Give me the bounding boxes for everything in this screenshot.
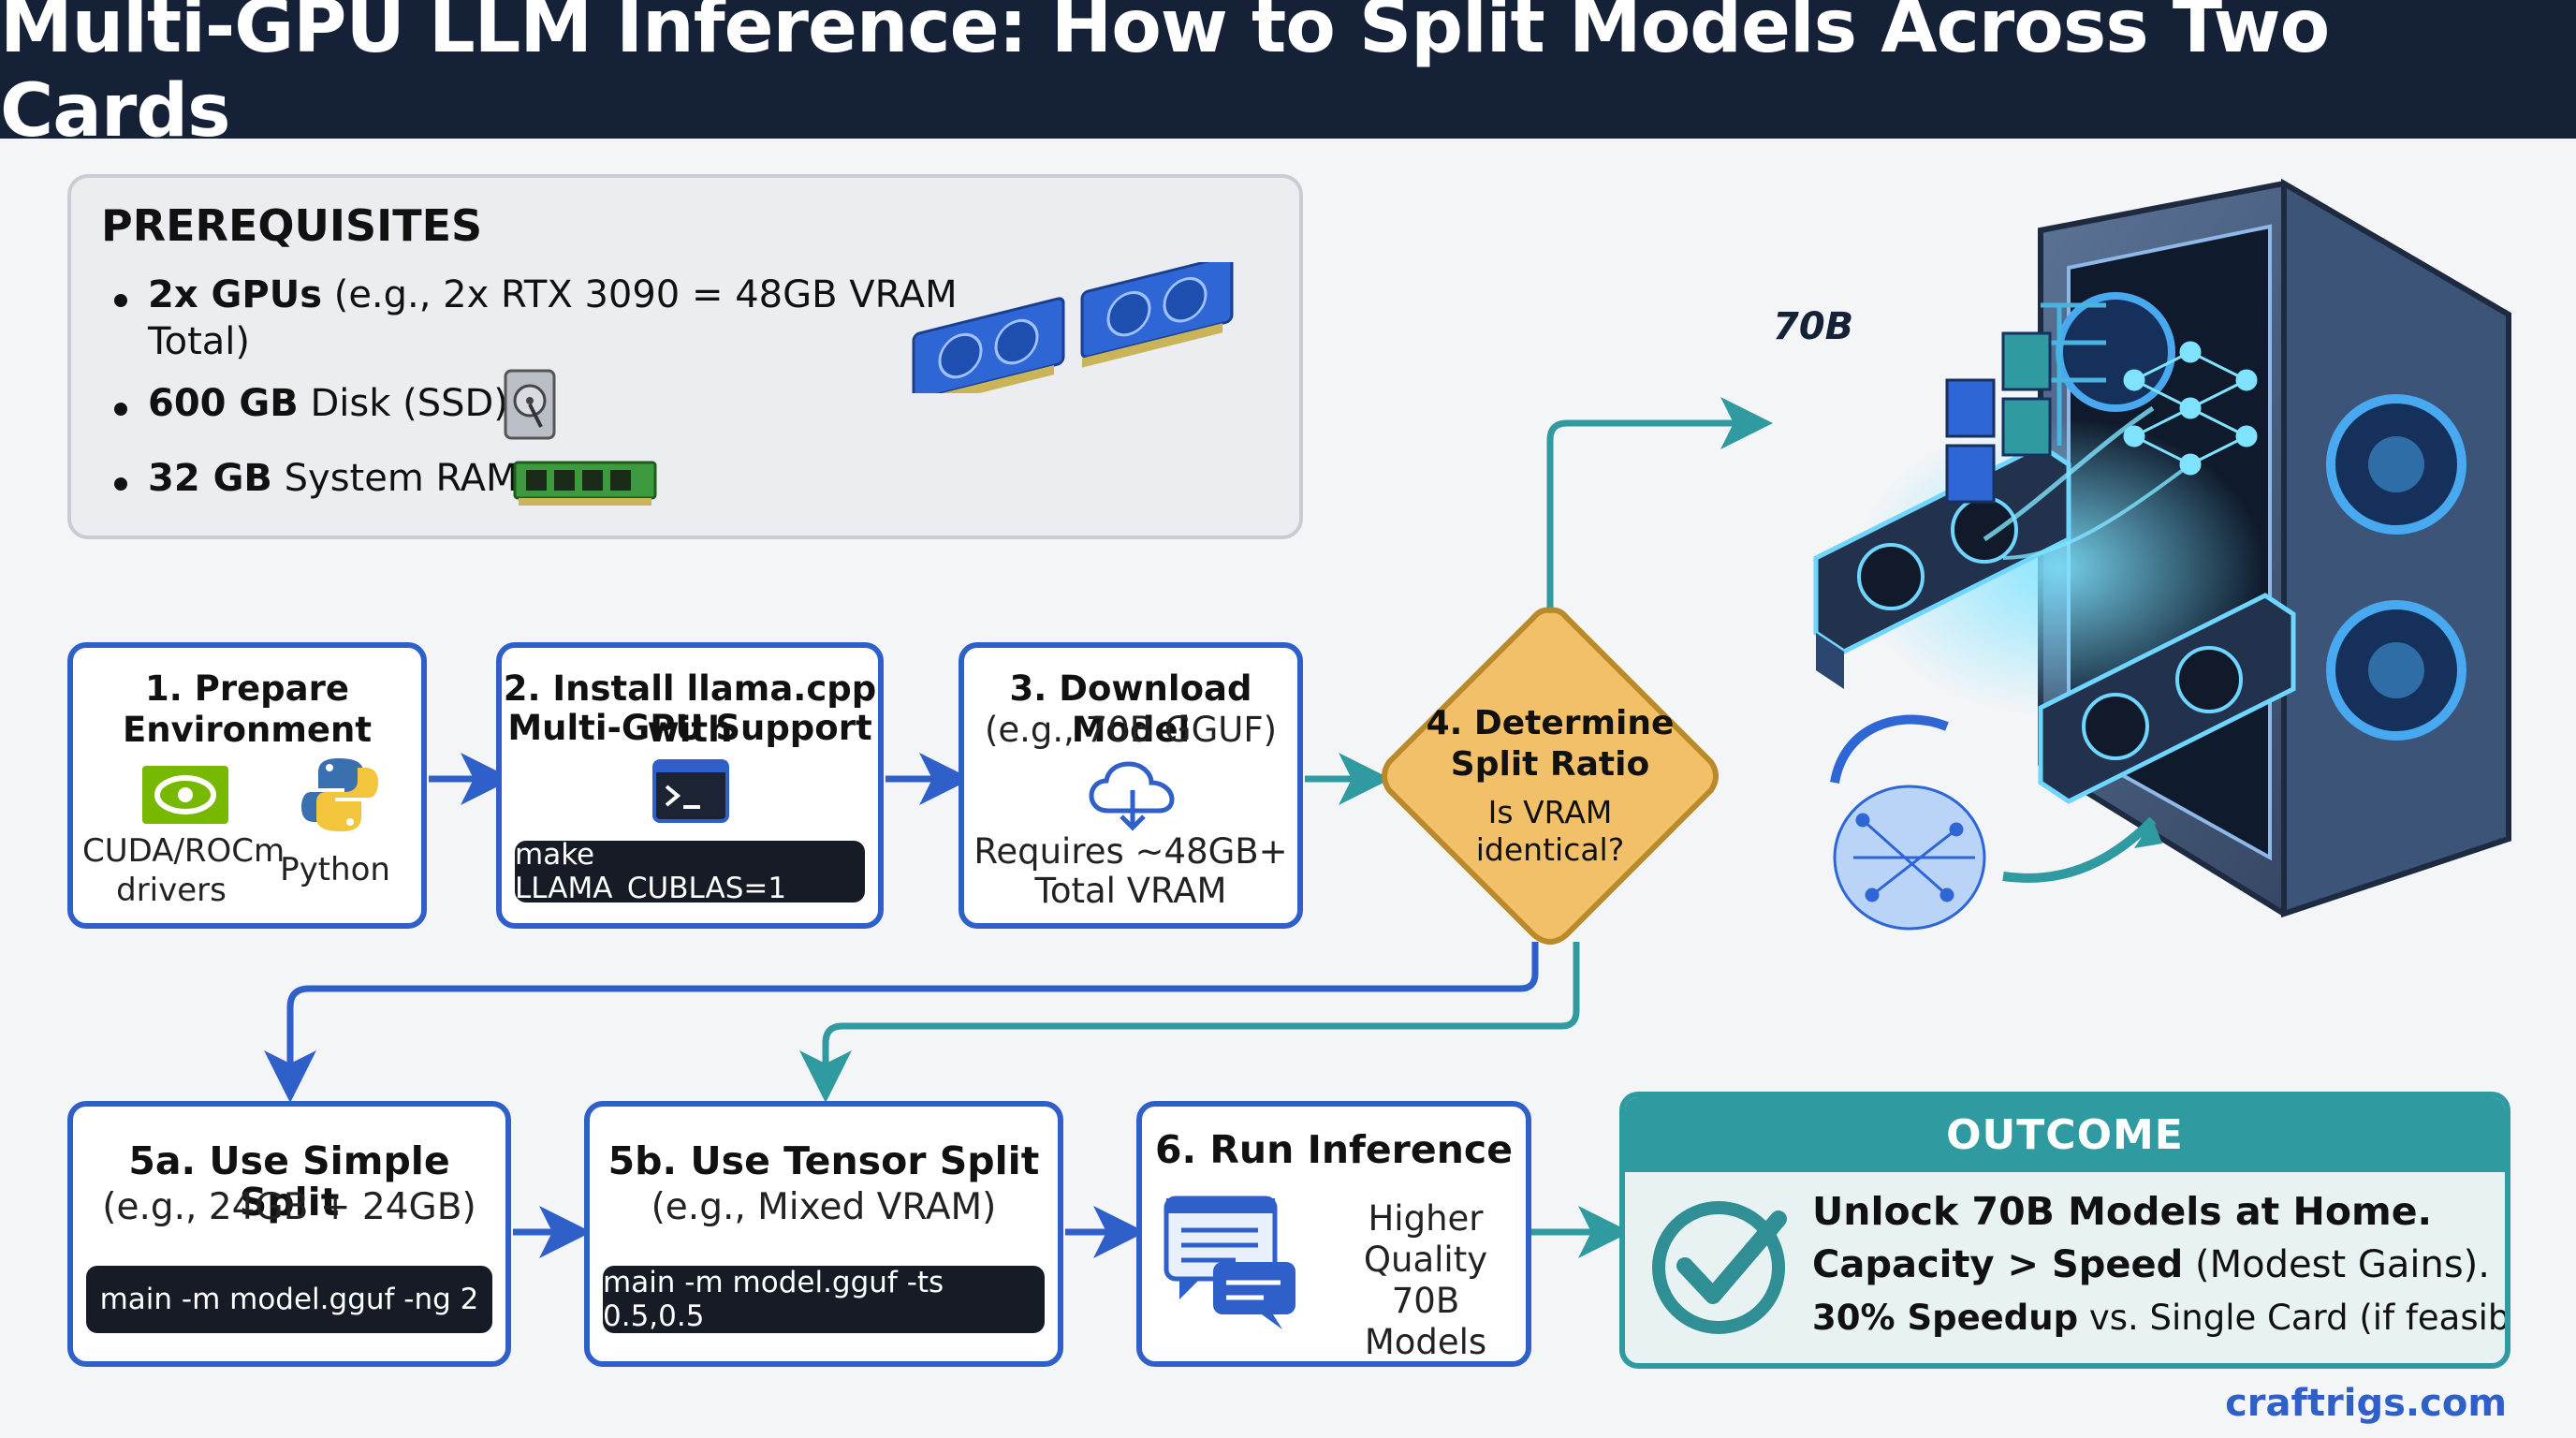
step-4-title-line2: Split Ratio <box>1450 745 1650 784</box>
prerequisites-heading: PREREQUISITES <box>101 200 483 251</box>
step-3-note-line2: Total VRAM <box>1034 871 1227 911</box>
multi-gpu-pc-illustration <box>1813 178 2511 931</box>
step-6-label-line2: Quality <box>1363 1240 1488 1280</box>
prereq-gpus-bold: 2x GPUs <box>148 273 322 316</box>
outcome-panel: OUTCOME Unlock 70B Models at Home. Capac… <box>1619 1092 2510 1369</box>
step-3-note: Requires ~48GB+ <box>973 831 1288 872</box>
outcome-line-2-rest: (Modest Gains). <box>2183 1243 2490 1286</box>
step-5a-simple-split: 5a. Use Simple Split (e.g., 24GB + 24GB)… <box>67 1101 511 1367</box>
outcome-line-3-rest: vs. Single Card (if feasible) <box>2078 1298 2510 1338</box>
cuda-label-line2: drivers <box>116 872 227 909</box>
outcome-line-2: Capacity > Speed (Modest Gains). <box>1812 1243 2490 1286</box>
step-3-title: 3. Download Model <box>1009 668 1252 750</box>
step-5b-tensor-split: 5b. Use Tensor Split (e.g., Mixed VRAM) … <box>584 1101 1063 1367</box>
arrow-4-5b <box>799 942 1580 1103</box>
prerequisites-panel: PREREQUISITES 2x GPUs (e.g., 2x RTX 3090… <box>67 174 1303 539</box>
prereq-ram-text: System RAM <box>271 457 519 500</box>
outcome-line-1: Unlock 70B Models at Home. <box>1812 1189 2433 1234</box>
step-6-title: 6. Run Inference <box>1154 1127 1513 1172</box>
step-4-question: Is VRAM <box>1487 794 1613 830</box>
page-title: Multi-GPU LLM Inference: How to Split Mo… <box>0 0 2576 154</box>
prereq-ram-bold: 32 GB <box>148 457 272 500</box>
prereq-disk-text: Disk (SSD) <box>298 382 508 425</box>
prereq-gpus: 2x GPUs (e.g., 2x RTX 3090 = 48GB VRAM <box>148 271 958 318</box>
step-4-question-line2: identical? <box>1475 831 1625 868</box>
step-3-sub: (e.g., 70B GGUF) <box>984 710 1278 750</box>
outcome-heading: OUTCOME <box>1625 1097 2505 1172</box>
outcome-line-3-bold: 30% Speedup <box>1812 1298 2079 1338</box>
step-5b-code: main -m model.gguf -ts 0.5,0.5 <box>603 1266 1045 1333</box>
step-5a-title: 5a. Use Simple Split <box>128 1138 450 1225</box>
step-5a-sub: (e.g., 24GB + 24GB) <box>102 1186 476 1228</box>
step-5b-sub: (e.g., Mixed VRAM) <box>651 1186 997 1228</box>
step-6-label-line3: 70B Models <box>1364 1281 1487 1362</box>
bullet-icon <box>114 294 127 307</box>
model-size-label: 70B <box>1773 305 1854 348</box>
footer-brand: craftrigs.com <box>2225 1382 2507 1425</box>
arrow-4-hardware <box>1546 397 1773 610</box>
step-1-prepare: 1. Prepare Environment CUDA/ROCm drivers… <box>67 642 427 929</box>
hard-disk-icon <box>504 369 556 440</box>
cloud-download-icon <box>1089 761 1175 831</box>
bullet-icon <box>114 403 127 416</box>
ram-stick-icon <box>513 461 657 506</box>
step-2-install: 2. Install llama.cpp with Multi-GPU Supp… <box>496 642 884 929</box>
nvidia-icon <box>142 766 228 824</box>
step-6-run-inference: 6. Run Inference Higher Quality 70B Mode… <box>1136 1101 1531 1367</box>
step-5b-title: 5b. Use Tensor Split <box>607 1138 1040 1183</box>
prereq-disk: 600 GB Disk (SSD) <box>148 380 508 427</box>
step-5a-code: main -m model.gguf -ng 2 <box>86 1266 492 1333</box>
page-title-text: Multi-GPU LLM Inference: How to Split Mo… <box>0 0 2330 154</box>
gpu-cards-icon <box>912 262 1234 393</box>
step-1-title: 1. Prepare <box>145 668 349 709</box>
step-2-code: make LLAMA_CUBLAS=1 <box>515 838 865 905</box>
step-2-title-line2: Multi-GPU Support <box>507 708 872 748</box>
prereq-ram: 32 GB System RAM <box>148 455 519 502</box>
python-icon <box>301 758 378 831</box>
step-6-label: Higher <box>1368 1198 1484 1239</box>
arrow-4-5a <box>264 942 1539 1103</box>
terminal-icon <box>652 759 729 823</box>
bullet-icon <box>114 477 127 491</box>
cuda-label: CUDA/ROCm <box>82 832 285 870</box>
step-1-title-line2: Environment <box>122 710 373 750</box>
prereq-gpus-line2: Total) <box>148 320 251 363</box>
outcome-line-3: 30% Speedup vs. Single Card (if feasible… <box>1812 1298 2510 1338</box>
step-2-title: 2. Install llama.cpp with <box>503 668 877 750</box>
step-3-download: 3. Download Model (e.g., 70B GGUF) Requi… <box>959 642 1303 929</box>
python-label: Python <box>280 851 390 888</box>
prereq-disk-bold: 600 GB <box>148 382 299 425</box>
outcome-line-2-bold: Capacity > Speed <box>1812 1243 2184 1286</box>
step-4-decision-diamond <box>1382 607 1719 945</box>
chat-bubbles-icon <box>1164 1196 1295 1329</box>
checkmark-icon <box>1652 1201 1787 1334</box>
step-4-title: 4. Determine <box>1426 704 1675 742</box>
prereq-gpus-text: (e.g., 2x RTX 3090 = 48GB VRAM <box>322 273 958 316</box>
